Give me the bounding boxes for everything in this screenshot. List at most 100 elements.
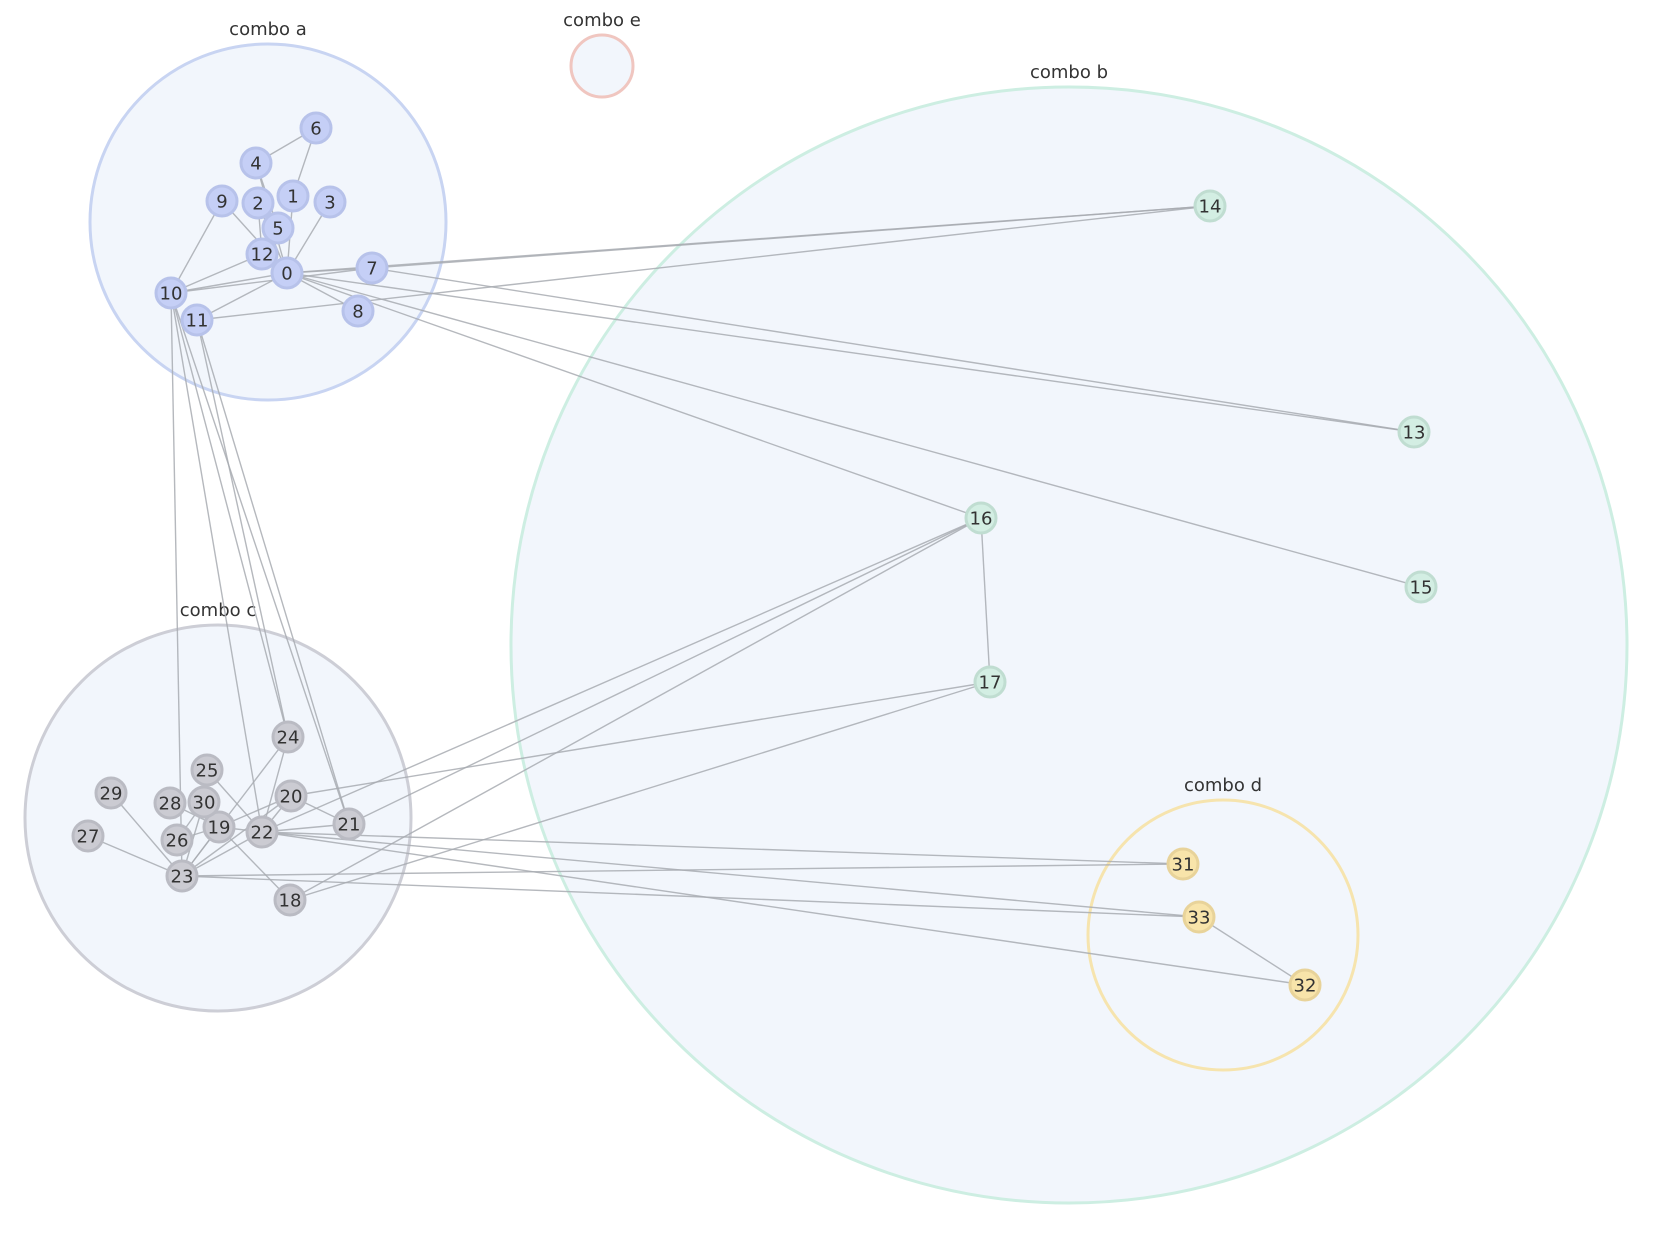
node-25[interactable]: 25 <box>190 753 224 787</box>
node-7-circle[interactable] <box>355 251 389 285</box>
combo-b-boundary[interactable] <box>509 85 1629 1205</box>
node-18-circle[interactable] <box>273 883 307 917</box>
node-22[interactable]: 22 <box>245 815 279 849</box>
node-13-label: 13 <box>1403 423 1426 444</box>
edge-16-21 <box>348 517 982 825</box>
node-7[interactable]: 7 <box>355 251 389 285</box>
node-30[interactable]: 30 <box>187 785 221 819</box>
edge-0-10 <box>170 272 288 294</box>
node-22-label: 22 <box>251 823 274 844</box>
combo-d-boundary[interactable] <box>1086 798 1360 1072</box>
edge-11-24 <box>196 319 289 738</box>
combo-b-label: combo b <box>1030 62 1108 83</box>
edge-23-31 <box>181 863 1184 877</box>
node-20-circle[interactable] <box>274 779 308 813</box>
node-23[interactable]: 23 <box>165 859 199 893</box>
node-17[interactable]: 17 <box>973 665 1007 699</box>
node-3-label: 3 <box>324 193 335 214</box>
node-4-circle[interactable] <box>239 146 273 180</box>
node-32-circle[interactable] <box>1288 968 1322 1002</box>
node-4[interactable]: 4 <box>239 146 273 180</box>
node-15[interactable]: 15 <box>1404 570 1438 604</box>
node-27-circle[interactable] <box>71 819 105 853</box>
node-11-circle[interactable] <box>180 303 214 337</box>
node-9[interactable]: 9 <box>205 184 239 218</box>
node-16-label: 16 <box>970 509 993 530</box>
node-11[interactable]: 11 <box>180 303 214 337</box>
node-26-label: 26 <box>166 831 189 852</box>
node-18[interactable]: 18 <box>273 883 307 917</box>
node-28[interactable]: 28 <box>153 786 187 820</box>
node-26[interactable]: 26 <box>160 823 194 857</box>
node-32-label: 32 <box>1294 976 1317 997</box>
node-30-circle[interactable] <box>187 785 221 819</box>
node-25-circle[interactable] <box>190 753 224 787</box>
node-2[interactable]: 2 <box>241 186 275 220</box>
node-9-circle[interactable] <box>205 184 239 218</box>
node-5[interactable]: 5 <box>261 211 295 245</box>
node-8[interactable]: 8 <box>341 294 375 328</box>
node-12[interactable]: 12 <box>245 237 279 271</box>
edge-16-17 <box>980 517 991 683</box>
node-2-circle[interactable] <box>241 186 275 220</box>
node-29[interactable]: 29 <box>94 776 128 810</box>
node-10[interactable]: 10 <box>154 276 188 310</box>
node-0-circle[interactable] <box>270 256 304 290</box>
node-18-label: 18 <box>279 891 302 912</box>
node-19[interactable]: 19 <box>202 810 236 844</box>
node-23-circle[interactable] <box>165 859 199 893</box>
combo-e[interactable]: combo e <box>563 10 641 99</box>
node-31-label: 31 <box>1172 855 1195 876</box>
node-14[interactable]: 14 <box>1193 189 1227 223</box>
node-24-label: 24 <box>277 728 300 749</box>
node-28-circle[interactable] <box>153 786 187 820</box>
node-29-circle[interactable] <box>94 776 128 810</box>
node-33-circle[interactable] <box>1182 900 1216 934</box>
node-24[interactable]: 24 <box>271 720 305 754</box>
node-33[interactable]: 33 <box>1182 900 1216 934</box>
edge-32-33 <box>1198 916 1306 986</box>
node-16[interactable]: 16 <box>964 501 998 535</box>
node-15-label: 15 <box>1410 578 1433 599</box>
node-19-circle[interactable] <box>202 810 236 844</box>
node-24-circle[interactable] <box>271 720 305 754</box>
node-16-circle[interactable] <box>964 501 998 535</box>
node-21-circle[interactable] <box>332 807 366 841</box>
node-6-circle[interactable] <box>299 111 333 145</box>
node-1-circle[interactable] <box>276 179 310 213</box>
node-8-label: 8 <box>352 302 363 323</box>
node-1-label: 1 <box>287 187 298 208</box>
node-31-circle[interactable] <box>1166 847 1200 881</box>
node-1[interactable]: 1 <box>276 179 310 213</box>
node-11-label: 11 <box>186 311 209 332</box>
node-17-circle[interactable] <box>973 665 1007 699</box>
combo-a-label: combo a <box>229 19 307 40</box>
node-6[interactable]: 6 <box>299 111 333 145</box>
combo-d[interactable]: combo d <box>1086 775 1360 1072</box>
node-5-label: 5 <box>272 219 283 240</box>
node-13-circle[interactable] <box>1397 415 1431 449</box>
node-31[interactable]: 31 <box>1166 847 1200 881</box>
node-22-circle[interactable] <box>245 815 279 849</box>
node-19-label: 19 <box>208 818 231 839</box>
node-10-circle[interactable] <box>154 276 188 310</box>
combo-e-boundary[interactable] <box>569 33 635 99</box>
node-13[interactable]: 13 <box>1397 415 1431 449</box>
node-5-circle[interactable] <box>261 211 295 245</box>
node-3-circle[interactable] <box>313 185 347 219</box>
node-15-circle[interactable] <box>1404 570 1438 604</box>
node-4-label: 4 <box>250 154 261 175</box>
node-20[interactable]: 20 <box>274 779 308 813</box>
node-27[interactable]: 27 <box>71 819 105 853</box>
node-8-circle[interactable] <box>341 294 375 328</box>
node-32[interactable]: 32 <box>1288 968 1322 1002</box>
node-26-circle[interactable] <box>160 823 194 857</box>
node-0[interactable]: 0 <box>270 256 304 290</box>
node-3[interactable]: 3 <box>313 185 347 219</box>
combo-b[interactable]: combo b <box>509 62 1629 1205</box>
node-21[interactable]: 21 <box>332 807 366 841</box>
node-14-circle[interactable] <box>1193 189 1227 223</box>
node-12-circle[interactable] <box>245 237 279 271</box>
combo-c-label: combo c <box>180 600 257 621</box>
edge-10-7 <box>170 267 373 294</box>
